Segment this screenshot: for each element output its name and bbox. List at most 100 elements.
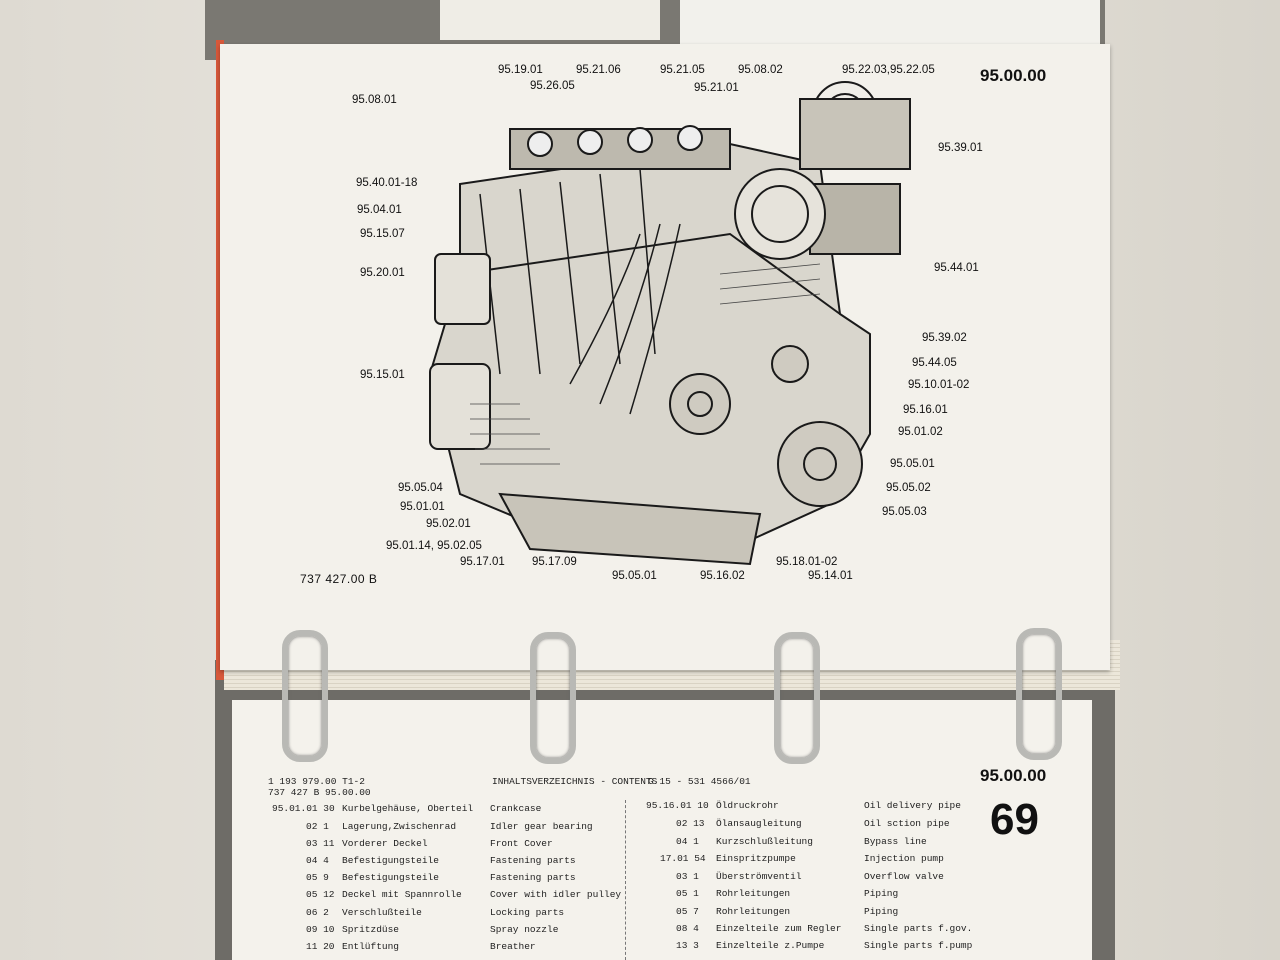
callout-label: 95.44.05	[912, 357, 957, 369]
callout-label: 95.20.01	[360, 267, 405, 279]
part-name-en: Overflow valve	[864, 871, 944, 882]
callout-label: 95.01.02	[898, 426, 943, 438]
list-item: 17.01 54 Einspritzpumpe Injection pump	[660, 853, 944, 864]
callout-label: 95.16.01	[903, 404, 948, 416]
list-item: 09 10 Spritzdüse Spray nozzle	[306, 924, 558, 935]
part-code: 17.01 54	[660, 853, 706, 864]
part-name-en: Crankcase	[490, 803, 542, 814]
callout-label: 95.05.03	[882, 506, 927, 518]
part-name-en: Spray nozzle	[490, 924, 559, 935]
part-name-en: Piping	[864, 888, 899, 899]
list-item: 11 20 Entlüftung Breather	[306, 941, 536, 952]
part-name-de: Einzelteile zum Regler	[716, 923, 842, 934]
callout-label: 95.05.01	[890, 458, 935, 470]
header-line: 1 193 979.00 T1-2	[268, 776, 365, 787]
part-name-en: Oil sction pipe	[864, 818, 950, 829]
part-code: 04 1	[676, 836, 699, 847]
part-name-en: Bypass line	[864, 836, 927, 847]
background-sheet	[440, 0, 660, 40]
background-sheet-right	[680, 0, 1100, 50]
part-code: 03 1	[676, 871, 699, 882]
list-item: 95.16.01 10 Öldruckrohr Oil delivery pip…	[646, 800, 961, 811]
part-name-de: Vorderer Deckel	[342, 838, 428, 849]
part-code: 13 3	[676, 940, 699, 951]
callout-label: 95.44.01	[934, 262, 979, 274]
part-code: 95.16.01 10	[646, 800, 709, 811]
part-code: 02 1	[306, 821, 329, 832]
part-name-de: Kurzschlußleitung	[716, 836, 813, 847]
part-name-de: Rohrleitungen	[716, 906, 791, 917]
callout-label: 95.05.02	[886, 482, 931, 494]
callout-label: 95.08.02	[738, 64, 783, 76]
part-name-de: Befestigungsteile	[342, 855, 439, 866]
document-code: G 15 - 531 4566/01	[648, 776, 751, 787]
callout-label: 95.19.01	[498, 64, 543, 76]
part-code: 05 7	[676, 906, 699, 917]
callout-label: 95.14.01	[808, 570, 853, 582]
part-name-en: Locking parts	[490, 907, 565, 918]
part-name-de: Spritzdüse	[342, 924, 400, 935]
callout-label: 95.39.01	[938, 142, 983, 154]
part-code: 03 11	[306, 838, 335, 849]
drawing-number: 737 427.00 B	[300, 572, 378, 586]
part-name-en: Fastening parts	[490, 872, 576, 883]
part-name-de: Lagerung,Zwischenrad	[342, 821, 457, 832]
part-code: 95.01.01 30	[272, 803, 335, 814]
page-number: 69	[990, 795, 1039, 844]
part-code: 08 4	[676, 923, 699, 934]
part-name-en: Front Cover	[490, 838, 553, 849]
list-item: 05 7 Rohrleitungen Piping	[676, 906, 898, 917]
part-name-en: Idler gear bearing	[490, 821, 593, 832]
callout-label: 95.17.01	[460, 556, 505, 568]
callout-label: 95.39.02	[922, 332, 967, 344]
list-item: 08 4 Einzelteile zum Regler Single parts…	[676, 923, 972, 934]
part-code: 05 1	[676, 888, 699, 899]
part-code: 11 20	[306, 941, 335, 952]
callout-label: 95.21.01	[694, 82, 739, 94]
part-name-en: Single parts f.pump	[864, 940, 973, 951]
header-line: 737 427 B 95.00.00	[268, 787, 371, 798]
callout-label: 95.18.01-02	[776, 556, 838, 568]
part-code: 04 4	[306, 855, 329, 866]
binder-ring	[282, 630, 328, 762]
list-item: 02 1 Lagerung,Zwischenrad Idler gear bea…	[306, 821, 593, 832]
part-name-de: Ölansaugleitung	[716, 818, 802, 829]
column-divider	[625, 800, 626, 960]
part-code: 02 13	[676, 818, 705, 829]
list-item: 13 3 Einzelteile z.Pumpe Single parts f.…	[676, 940, 972, 951]
part-name-en: Single parts f.gov.	[864, 923, 973, 934]
callout-label: 95.01.14, 95.02.05	[386, 540, 482, 552]
part-name-en: Injection pump	[864, 853, 944, 864]
document-header: 1 193 979.00 T1-2 737 427 B 95.00.00	[268, 776, 371, 798]
part-name-de: Überströmventil	[716, 871, 802, 882]
toc-title: INHALTSVERZEICHNIS - CONTENTS	[492, 776, 658, 787]
callout-label: 95.05.01	[612, 570, 657, 582]
engine-illustration	[428, 81, 911, 566]
list-item: 05 1 Rohrleitungen Piping	[676, 888, 898, 899]
callout-label: 95.01.01	[400, 501, 445, 513]
callout-label: 95.15.07	[360, 228, 405, 240]
part-name-en: Cover with idler pulley	[490, 889, 622, 900]
part-code: 05 9	[306, 872, 329, 883]
callout-label: 95.16.02	[700, 570, 745, 582]
callout-label: 95.17.09	[532, 556, 577, 568]
callout-label: 95.21.05	[660, 64, 705, 76]
part-name-de: Kurbelgehäuse, Oberteil	[342, 803, 474, 814]
part-name-de: Rohrleitungen	[716, 888, 791, 899]
callout-label: 95.15.01	[360, 369, 405, 381]
part-name-en: Fastening parts	[490, 855, 576, 866]
part-name-de: Öldruckrohr	[716, 800, 779, 811]
binder-ring	[774, 632, 820, 764]
list-item: 05 12 Deckel mit Spannrolle Cover with i…	[306, 889, 621, 900]
list-item: 02 13 Ölansaugleitung Oil sction pipe	[676, 818, 950, 829]
callout-label: 95.08.01	[352, 94, 397, 106]
part-name-de: Einzelteile z.Pumpe	[716, 940, 825, 951]
list-item: 03 11 Vorderer Deckel Front Cover	[306, 838, 553, 849]
part-name-en: Breather	[490, 941, 536, 952]
part-name-en: Oil delivery pipe	[864, 800, 961, 811]
page-ref: 95.00.00	[980, 766, 1047, 785]
callout-label: 95.02.01	[426, 518, 471, 530]
list-item: 05 9 Befestigungsteile Fastening parts	[306, 872, 576, 883]
part-name-de: Einspritzpumpe	[716, 853, 796, 864]
list-item: 95.01.01 30 Kurbelgehäuse, Oberteil Cran…	[272, 803, 541, 814]
